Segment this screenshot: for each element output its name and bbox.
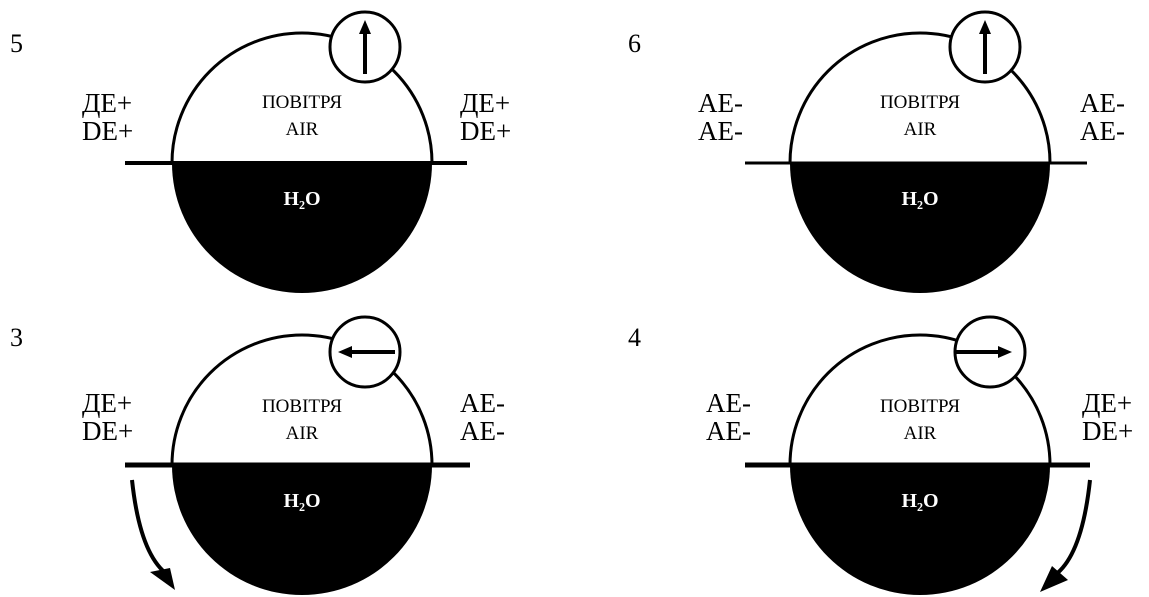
water-label: H₂O (283, 490, 320, 512)
right-label-line2: DE+ (460, 116, 511, 146)
air-label-en: AIR (286, 119, 319, 140)
left-label-line2: DE+ (82, 116, 133, 146)
right-label-line2: AE- (1080, 116, 1125, 146)
drain-arrow-right (1040, 479, 1092, 592)
gauge-arrow-up (979, 20, 991, 74)
right-label-line2: AE- (460, 416, 505, 446)
panel-5: 5 ДЕ+ DE+ ДЕ+ DE+ ПОВІТРЯ AIR H₂O (0, 0, 574, 297)
gauge-arrow-left (338, 346, 395, 358)
water-body (172, 163, 432, 293)
water-body (172, 465, 432, 595)
panel-number: 4 (628, 323, 641, 352)
water-label: H₂O (283, 188, 320, 210)
left-label-line1: ДЕ+ (82, 88, 132, 118)
air-label-uk: ПОВІТРЯ (880, 92, 960, 113)
water-body (790, 163, 1050, 293)
right-label-line2: DE+ (1082, 416, 1133, 446)
tank-outline (170, 333, 434, 466)
drain-arrow-left (130, 479, 175, 590)
panel-6: 6 AE- AE- AE- AE- ПОВІТРЯ AIR H₂O (620, 0, 1149, 297)
air-label-uk: ПОВІТРЯ (262, 396, 342, 417)
right-label-line1: ДЕ+ (1082, 388, 1132, 418)
left-label-line2: DE+ (82, 416, 133, 446)
right-label-line1: AE- (1080, 88, 1125, 118)
panel-6-diagram: 6 AE- AE- AE- AE- ПОВІТРЯ AIR H₂O (628, 10, 1125, 293)
right-label-line1: AE- (460, 388, 505, 418)
panel-number: 6 (628, 29, 641, 58)
air-label-uk: ПОВІТРЯ (880, 396, 960, 417)
air-label-en: AIR (286, 423, 319, 444)
panel-4: 4 AE- AE- ДЕ+ DE+ ПОВІТРЯ AIR H₂O (620, 300, 1149, 597)
gauge-arrow-up (359, 20, 371, 74)
panel-number: 5 (10, 29, 23, 58)
tank-outline (170, 31, 434, 164)
water-label: H₂O (901, 490, 938, 512)
gauge-arrow-right (956, 346, 1012, 358)
air-label-en: AIR (904, 423, 937, 444)
tank-outline (788, 333, 1052, 466)
panel-3: 3 ДЕ+ DE+ AE- AE- ПОВІТРЯ AIR H₂O (0, 300, 574, 597)
tank-outline (788, 31, 1052, 164)
panel-3-diagram: 3 ДЕ+ DE+ AE- AE- ПОВІТРЯ AIR H₂O (10, 315, 505, 595)
water-label: H₂O (901, 188, 938, 210)
left-label-line2: AE- (698, 116, 743, 146)
water-body (790, 465, 1050, 595)
air-label-en: AIR (904, 119, 937, 140)
panel-4-diagram: 4 AE- AE- ДЕ+ DE+ ПОВІТРЯ AIR H₂O (628, 315, 1133, 595)
left-label-line1: AE- (706, 388, 751, 418)
left-label-line2: AE- (706, 416, 751, 446)
panel-5-diagram: 5 ДЕ+ DE+ ДЕ+ DE+ ПОВІТРЯ AIR H₂O (10, 10, 511, 293)
air-label-uk: ПОВІТРЯ (262, 92, 342, 113)
left-label-line1: ДЕ+ (82, 388, 132, 418)
left-label-line1: AE- (698, 88, 743, 118)
right-label-line1: ДЕ+ (460, 88, 510, 118)
panel-number: 3 (10, 323, 23, 352)
